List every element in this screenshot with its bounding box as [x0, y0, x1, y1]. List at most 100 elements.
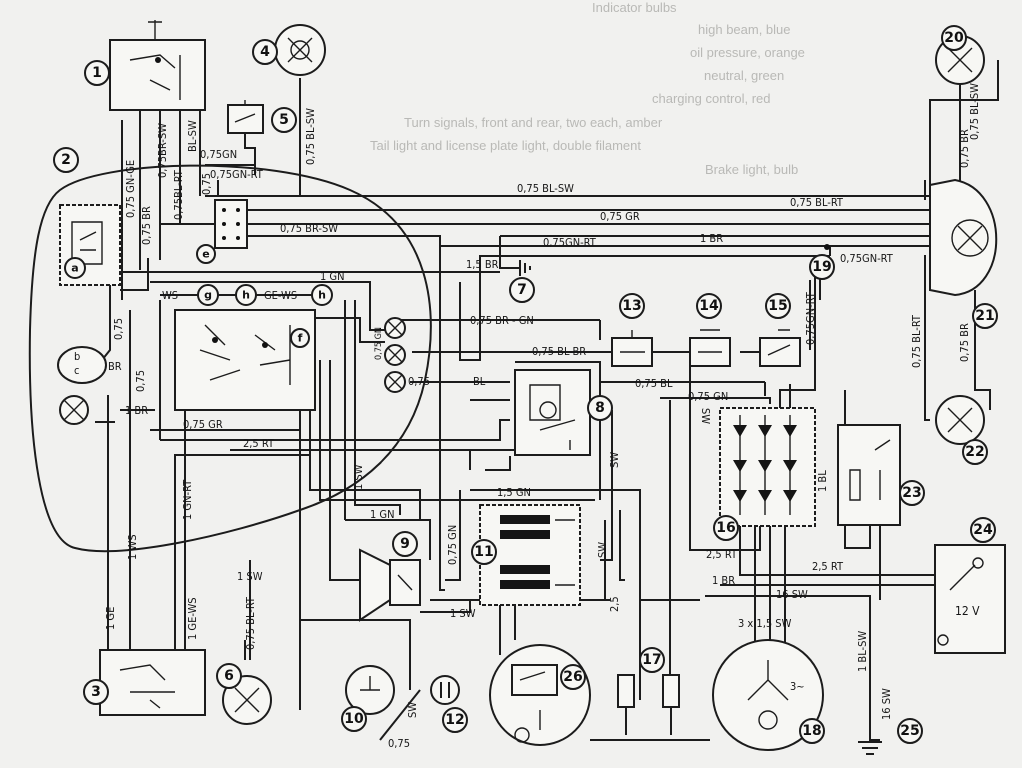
bg-line-1: Indicator bulbs [592, 0, 677, 15]
wire-label-rt25-16: 2,5 RT [706, 548, 738, 561]
component-24-battery: 12 V 24 [934, 517, 1006, 654]
component-bc-headlight: b c [57, 346, 107, 425]
wire-label-br-gn: 0,75 BR - GN [470, 314, 534, 327]
wire-label-gr-top: 0,75 GR [600, 210, 640, 223]
wire-label-bl-rt-top: 0,75 BL-RT [790, 196, 844, 209]
label-22: 22 [965, 444, 984, 460]
component-9-horn: 9 [359, 531, 421, 622]
wire-label-1-br-lamp: 1 BR [125, 404, 148, 417]
wire-label-gn-rt-e: 0,75GN-RT [210, 168, 264, 181]
component-10-switch: 10 [341, 665, 395, 732]
label-24: 24 [973, 522, 993, 538]
component-1-switch: 1 [84, 20, 206, 111]
label-25: 25 [900, 723, 919, 739]
wire-label-bl-075: 0,75 BL [635, 377, 673, 390]
wire-label-bl-rt-21: 0,75 BL-RT [910, 314, 923, 368]
label-13: 13 [622, 298, 641, 314]
component-8-regulator: 8 [514, 369, 613, 456]
label-3: 3 [91, 684, 101, 700]
wire-label-075-lamp2: 0,75 [134, 370, 147, 392]
sub-label-h: h [242, 289, 250, 302]
wire-label-075-gn-9: 0,75 GN [446, 525, 459, 565]
component-3-switch: 3 [83, 649, 206, 716]
label-8: 8 [595, 400, 605, 416]
component-13-switch: 13 [611, 293, 653, 367]
sub-label-e: e [202, 248, 209, 261]
label-10: 10 [344, 711, 364, 727]
wire-label-16-sw-25: 16 SW [880, 688, 893, 720]
component-26-starter: 26 [489, 644, 591, 746]
bg-line-2: high beam, blue [698, 22, 791, 37]
wire-label-1-br: 1 BR [700, 232, 723, 245]
wire-label-1-sw: 1 SW [352, 464, 365, 490]
wire-label-bl-sw-1: BL-SW [186, 120, 199, 152]
component-21-taillight: 21 [929, 178, 998, 329]
wire-label-16-sw: 16 SW [776, 588, 808, 601]
label-6: 6 [224, 668, 234, 684]
component-5-switch: 5 [227, 100, 297, 134]
wire-label-1-ge: 1 GE [104, 607, 117, 630]
label-18: 18 [802, 723, 821, 739]
wire-labels: 0,75 BL-SW 0,75 BL-RT 0,75 GR 0,75 BR-SW… [104, 83, 981, 750]
wire-label-gn-ind: 0,75 GN [374, 327, 384, 360]
wire-label-ge-ws: GE-WS [264, 289, 297, 302]
component-14-switch: 14 [689, 293, 731, 367]
connector-e: e [196, 199, 248, 264]
bg-line-4: neutral, green [704, 68, 784, 83]
wire-label-bl-rt-e: 0,75BL-RT [172, 169, 185, 220]
component-18-generator: 3~ 18 [712, 639, 825, 751]
label-20: 20 [944, 30, 964, 46]
wire-label-gn-ge: 0,75 GN-GE [124, 160, 137, 218]
label-16: 16 [716, 520, 735, 536]
inline-connectors: g h h [197, 284, 333, 306]
label-11: 11 [474, 544, 493, 560]
wire-label-1-gn-rt: 1 GN-RT [181, 479, 194, 520]
component-25-ground: 25 [858, 718, 923, 755]
label-4: 4 [260, 44, 270, 60]
component-19-connector: 19 [809, 244, 835, 280]
component-4-lamp: 4 [252, 24, 326, 76]
wire-label-gn-15: 1,5 GN [497, 486, 531, 499]
wire-label-br-sw: 0,75 BR-SW [280, 222, 338, 235]
wire-label-br-sw-1: 0,75BR-SW [156, 123, 169, 178]
component-15-switch: 15 [759, 293, 801, 367]
headlight-housing-outline [28, 164, 432, 553]
bg-line-3: oil pressure, orange [690, 45, 805, 60]
label-21: 21 [975, 308, 994, 324]
sub-label-a: a [71, 262, 78, 275]
wire-label-25-11: 2,5 [608, 596, 621, 612]
wire-label-sw-8: SW [699, 408, 712, 424]
sub-label-h-2: h [318, 289, 326, 302]
component-2-relay: 2 a [53, 147, 121, 286]
bg-line-8: Brake light, bulb [705, 162, 798, 177]
wire-label-bl-br: 0,75 BL-BR [532, 345, 586, 358]
wire-label-3x15-sw: 3 x 1,5 SW [738, 617, 792, 630]
label-17: 17 [642, 652, 661, 668]
label-12: 12 [445, 712, 464, 728]
component-12-condenser: 12 [430, 675, 468, 733]
wire-label-1-gn: 1 GN [320, 270, 345, 283]
wire-label-gn-5: 0,75GN [200, 148, 237, 161]
wire-label-sw-8b: SW [608, 452, 621, 468]
wire-label-bl-sw-top: 0,75 BL-SW [517, 182, 574, 195]
label-14: 14 [699, 298, 719, 314]
wire-label-075-e: 0,75 [200, 173, 213, 195]
wire-label-ws: WS [162, 289, 178, 302]
wire-label-sw-1b: 1 SW [237, 570, 263, 583]
bg-line-5: charging control, red [652, 91, 771, 106]
wire-label-sw-11: SW [596, 542, 609, 558]
component-23-flasher: 23 [837, 424, 925, 526]
wire-label-gn-rt-mid: 0,75GN-RT [543, 236, 597, 249]
sub-label-g: g [204, 289, 212, 302]
wires [95, 60, 999, 741]
sub-label-c: c [74, 364, 79, 377]
wire-label-sw-1c: 1 SW [450, 607, 476, 620]
indicator-lamps [384, 317, 406, 393]
wire-label-br-20: 0,75 BR [958, 129, 971, 168]
battery-voltage: 12 V [955, 604, 980, 618]
wire-label-1-ws: 1 WS [126, 534, 139, 560]
wire-label-br-lamp: BR [108, 360, 122, 373]
wire-label-075-10: 0,75 [388, 737, 410, 750]
wire-label-sw-12: SW [406, 702, 419, 718]
